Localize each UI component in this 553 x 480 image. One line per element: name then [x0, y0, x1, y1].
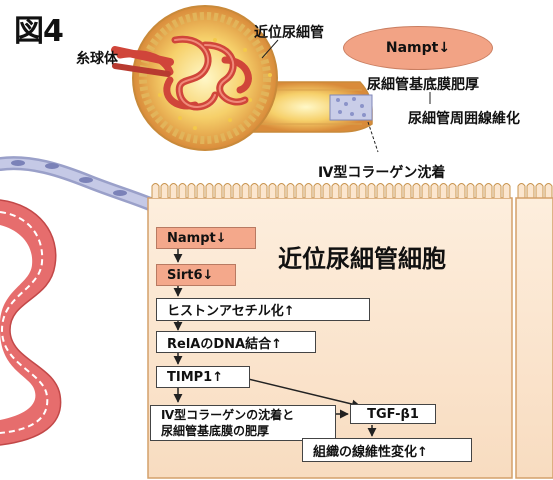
- microvillus: [494, 184, 501, 199]
- microvillus: [161, 184, 168, 199]
- microvillus: [269, 184, 276, 199]
- microvillus: [296, 184, 303, 199]
- microvillus: [224, 184, 231, 199]
- microvillus: [242, 184, 249, 199]
- microvillus: [188, 184, 195, 199]
- microvillus: [440, 184, 447, 199]
- microvillus: [413, 184, 420, 199]
- microvillus: [305, 184, 312, 199]
- glomerulus-label: 糸球体: [76, 48, 118, 68]
- microvillus: [458, 184, 465, 199]
- interstitial-cell-line: [0, 160, 150, 204]
- thickening-label: 尿細管基底膜肥厚: [367, 74, 479, 94]
- microvillus: [287, 184, 294, 199]
- microvillus: [527, 184, 534, 199]
- microvillus: [170, 184, 177, 199]
- microvillus: [422, 184, 429, 199]
- figure-label: 図4: [14, 6, 63, 50]
- microvillus: [395, 184, 402, 199]
- microvillus: [503, 184, 510, 199]
- microvillus: [179, 184, 186, 199]
- histone-acetylation-box: ヒストンアセチル化↑: [156, 298, 370, 321]
- microvillus: [251, 184, 258, 199]
- cell-title: 近位尿細管細胞: [278, 239, 446, 274]
- microvillus: [341, 184, 348, 199]
- microvillus: [431, 184, 438, 199]
- basement-membrane-segment: [330, 95, 372, 120]
- tissue-fibrosis-box: 組織の線維性変化↑: [302, 438, 472, 462]
- microvillus: [278, 184, 285, 199]
- tgf-beta1-box: TGF-β1: [350, 404, 436, 424]
- nampt-oval: Nampt↓: [343, 26, 493, 70]
- microvillus: [476, 184, 483, 199]
- rela-dna-binding-box: RelAのDNA結合↑: [156, 331, 316, 353]
- kidney-overview: [115, 6, 372, 150]
- collagen-label: Ⅳ型コラーゲン沈着: [318, 162, 445, 182]
- microvillus: [260, 184, 267, 199]
- capillary-vessel: [0, 200, 61, 445]
- microvillus: [197, 184, 204, 199]
- fibrosis-label: 尿細管周囲線維化: [408, 108, 520, 128]
- collagen-thickening-box: Ⅳ型コラーゲンの沈着と 尿細管基底膜の肥厚: [150, 405, 336, 441]
- microvillus: [152, 184, 159, 199]
- sirt6-box: Sirt6↓: [156, 264, 236, 286]
- microvillus: [350, 184, 357, 199]
- timp1-box: TIMP1↑: [156, 366, 250, 388]
- microvillus: [536, 184, 543, 199]
- proximal-tubule-label: 近位尿細管: [254, 22, 324, 42]
- microvillus: [467, 184, 474, 199]
- collagen-box-line2: 尿細管基底膜の肥厚: [161, 423, 269, 439]
- microvillus: [314, 184, 321, 199]
- nampt-box: Nampt↓: [156, 227, 256, 249]
- microvillus: [368, 184, 375, 199]
- collagen-box-line1: Ⅳ型コラーゲンの沈着と: [161, 407, 294, 423]
- microvillus: [518, 184, 525, 199]
- microvillus: [386, 184, 393, 199]
- microvillus: [332, 184, 339, 199]
- microvillus: [233, 184, 240, 199]
- microvillus: [323, 184, 330, 199]
- microvillus: [404, 184, 411, 199]
- microvillus: [377, 184, 384, 199]
- microvillus: [449, 184, 456, 199]
- microvillus: [206, 184, 213, 199]
- microvillus: [359, 184, 366, 199]
- microvillus: [215, 184, 222, 199]
- microvillus: [485, 184, 492, 199]
- microvillus: [545, 184, 552, 199]
